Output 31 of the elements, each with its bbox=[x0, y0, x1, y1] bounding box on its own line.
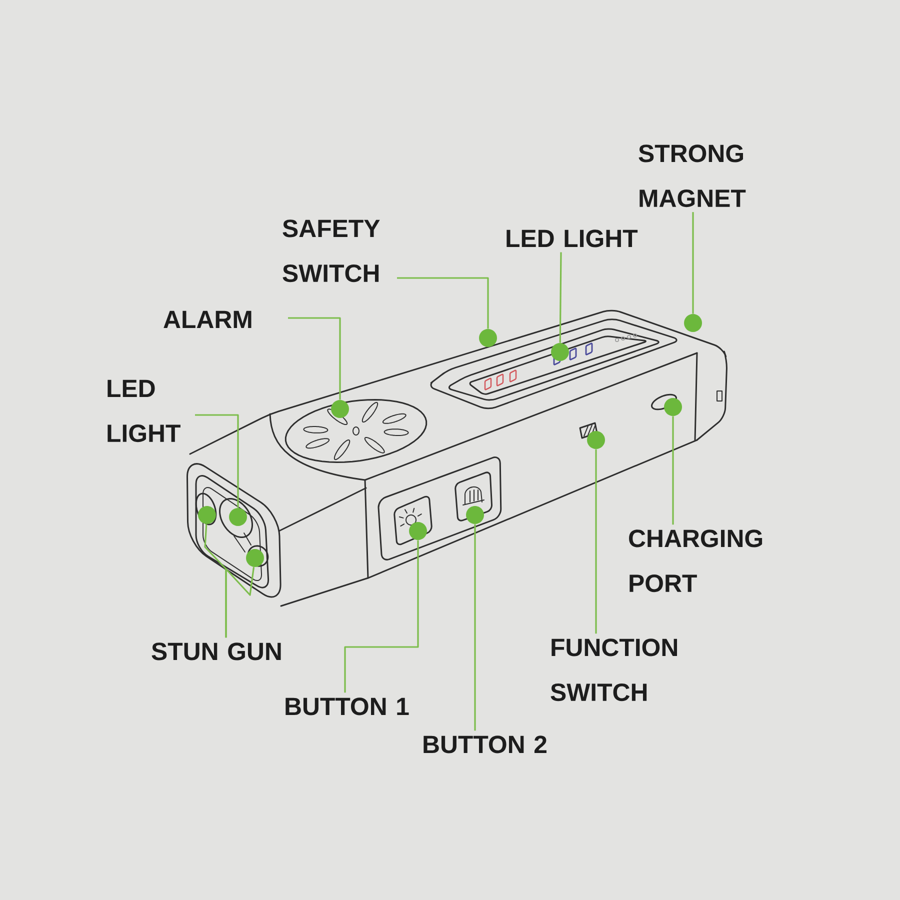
leader-line bbox=[595, 449, 597, 634]
part-label: BUTTON 2 bbox=[424, 736, 546, 754]
leader-line bbox=[692, 212, 694, 314]
part-label: LED LIGHT bbox=[506, 230, 638, 248]
marker-dot bbox=[198, 506, 216, 524]
part-label: STRONG MAGNET bbox=[638, 144, 746, 208]
leader-line bbox=[288, 317, 341, 400]
leader-line bbox=[474, 524, 476, 731]
leader-line bbox=[559, 252, 562, 343]
leader-line bbox=[672, 416, 674, 525]
leader-line bbox=[195, 414, 239, 508]
marker-dot bbox=[664, 398, 682, 416]
part-label: CHARGING PORT bbox=[629, 530, 762, 592]
part-label: FUNCTION SWITCH bbox=[550, 638, 677, 702]
leader-line bbox=[397, 277, 489, 329]
leader-line bbox=[225, 567, 255, 638]
part-label: SAFETY SWITCH bbox=[282, 220, 380, 282]
part-label: BUTTON 1 bbox=[286, 698, 409, 716]
marker-dot bbox=[246, 549, 264, 567]
part-label: ALARM bbox=[164, 310, 252, 328]
part-label: STUN GUN bbox=[152, 642, 281, 660]
marker-dot bbox=[551, 343, 569, 361]
marker-dot bbox=[331, 400, 349, 418]
leader-line bbox=[344, 540, 419, 693]
marker-dot bbox=[466, 506, 484, 524]
marker-dot bbox=[684, 314, 702, 332]
marker-dot bbox=[229, 508, 247, 526]
part-label: LED LIGHT bbox=[108, 380, 180, 442]
marker-dot bbox=[587, 431, 605, 449]
marker-dot bbox=[479, 329, 497, 347]
marker-dot bbox=[409, 522, 427, 540]
